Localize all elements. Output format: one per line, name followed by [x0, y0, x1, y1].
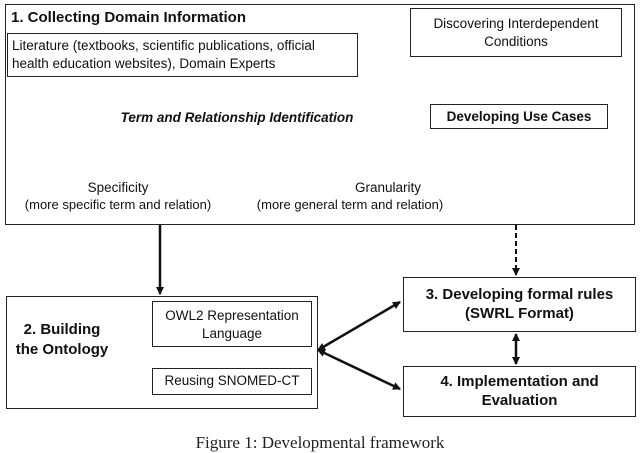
section2-title: 2. Building the Ontology: [15, 321, 109, 358]
figure-caption: Figure 1: Developmental framework: [195, 433, 445, 452]
discovering-text: Discovering Interdependent Conditions: [433, 16, 599, 49]
owl-text: OWL2 Representation Language: [165, 308, 299, 341]
section4-text: 4. Implementation and Evaluation: [440, 373, 599, 409]
discovering-box: [410, 8, 622, 57]
owl-box: [152, 301, 312, 347]
snomed-text: Reusing SNOMED-CT: [164, 373, 300, 388]
section3-text: 3. Developing formal rules (SWRL Format): [425, 286, 614, 322]
specificity-detail: (more specific term and relation): [24, 197, 212, 212]
snomed-box: [152, 368, 312, 395]
usecases-box: [430, 104, 608, 129]
granularity-label: Granularity: [354, 180, 422, 195]
arrow-section2-section4: [317, 348, 401, 391]
section4-box: [403, 366, 636, 417]
usecases-text: Developing Use Cases: [446, 109, 592, 124]
granularity-detail: (more general term and relation): [256, 197, 444, 212]
sources-box: [7, 33, 358, 77]
term-identification: Term and Relationship Identification: [120, 110, 354, 125]
sources-text: Literature (textbooks, scientific public…: [12, 38, 315, 71]
section1-title: 1. Collecting Domain Information: [11, 9, 247, 26]
section3-box: [403, 277, 636, 332]
specificity-label: Specificity: [87, 180, 149, 195]
arrow-section2-section3: [317, 300, 401, 352]
